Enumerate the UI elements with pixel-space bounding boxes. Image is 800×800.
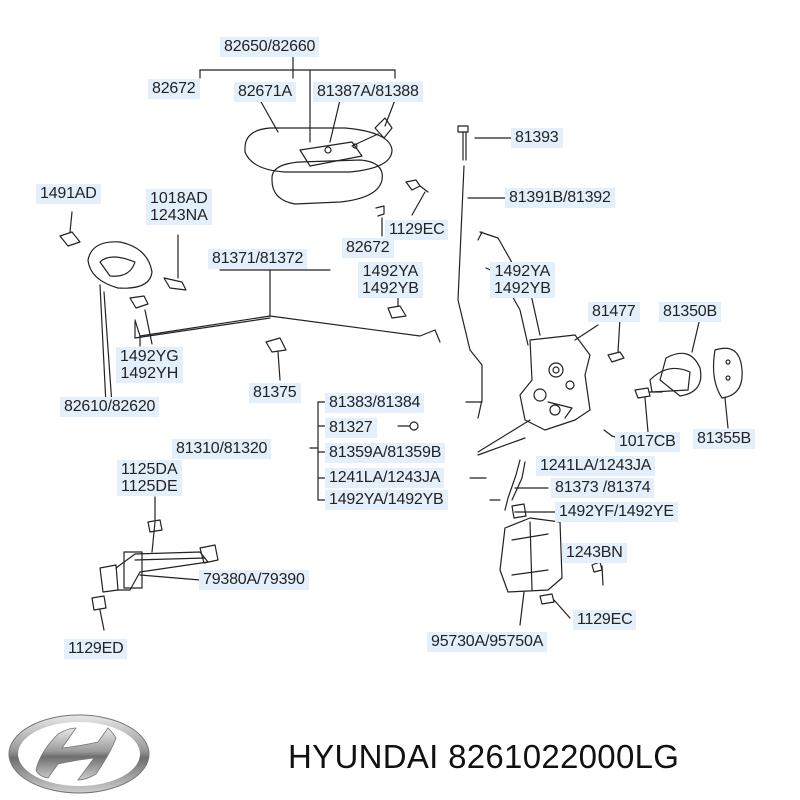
label-81350b: 81350B bbox=[659, 302, 721, 322]
label-1129ec-bottom: 1129EC bbox=[573, 610, 637, 630]
label-82610: 82610/82620 bbox=[60, 397, 160, 417]
label-81391b: 81391B/81392 bbox=[505, 188, 615, 208]
label-1492yg-yh: 1492YG 1492YH bbox=[116, 347, 183, 383]
label-1125de: 1125DE bbox=[121, 478, 178, 495]
label-81371: 81371/81372 bbox=[208, 249, 308, 269]
label-1491ad: 1491AD bbox=[36, 184, 101, 204]
label-81387a: 81387A/81388 bbox=[313, 82, 423, 102]
label-82671a: 82671A bbox=[234, 82, 296, 102]
label-1129ec-top: 1129EC bbox=[385, 220, 449, 240]
label-81355b: 81355B bbox=[693, 429, 755, 449]
hyundai-logo-icon bbox=[8, 714, 150, 794]
label-1492yh: 1492YH bbox=[120, 365, 179, 382]
label-1492yg: 1492YG bbox=[120, 348, 179, 365]
label-1018ad: 1018AD bbox=[150, 190, 208, 207]
label-82672-top: 82672 bbox=[148, 79, 200, 99]
label-1492ya-right: 1492YA bbox=[494, 263, 551, 280]
label-1492yf: 1492YF/1492YE bbox=[555, 502, 678, 522]
label-1017cb: 1017CB bbox=[615, 432, 680, 452]
label-82650: 82650/82660 bbox=[220, 37, 320, 57]
label-1125da: 1125DA bbox=[121, 461, 178, 478]
label-81310: 81310/81320 bbox=[172, 439, 272, 459]
label-82672-mid: 82672 bbox=[342, 238, 394, 258]
label-1125da-de: 1125DA 1125DE bbox=[117, 460, 182, 496]
label-1492ya-yb-left: 1492YA/1492YB bbox=[325, 490, 448, 510]
label-1243bn: 1243BN bbox=[562, 543, 627, 563]
label-1129ed: 1129ED bbox=[64, 639, 128, 659]
label-1492yb-mid: 1492YB bbox=[362, 280, 419, 297]
label-81375: 81375 bbox=[249, 383, 301, 403]
label-81373: 81373 /81374 bbox=[551, 478, 655, 498]
label-1241la-left: 1241LA/1243JA bbox=[325, 468, 445, 488]
label-1492ya-yb-right: 1492YA 1492YB bbox=[490, 262, 555, 298]
label-79380a: 79380A/79390 bbox=[199, 570, 309, 590]
label-81393: 81393 bbox=[511, 128, 563, 148]
label-1243na: 1243NA bbox=[150, 207, 208, 224]
label-95730a: 95730A/95750A bbox=[427, 632, 548, 652]
label-1492ya-mid: 1492YA bbox=[362, 263, 419, 280]
label-1241la-right: 1241LA/1243JA bbox=[536, 456, 656, 476]
brand-caption: HYUNDAI 8261022000LG bbox=[288, 738, 680, 775]
label-1018ad-1243na: 1018AD 1243NA bbox=[146, 189, 212, 225]
label-81477: 81477 bbox=[588, 302, 640, 322]
label-81383: 81383/81384 bbox=[325, 393, 425, 413]
label-1492yb-right: 1492YB bbox=[494, 280, 551, 297]
label-81327: 81327 bbox=[325, 418, 377, 438]
label-81359a: 81359A/81359B bbox=[325, 443, 446, 463]
label-1492ya-yb-mid: 1492YA 1492YB bbox=[358, 262, 423, 298]
